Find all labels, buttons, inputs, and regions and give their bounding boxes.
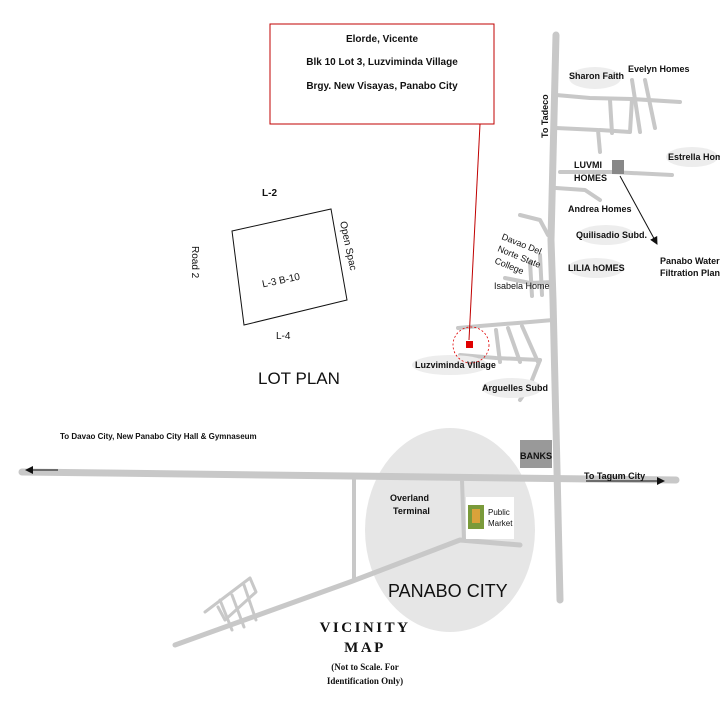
arguelles-area [482, 378, 542, 398]
to-tadeco-label: To Tadeco [540, 94, 550, 138]
lot-plan-title: LOT PLAN [258, 369, 340, 388]
lilia-homes-label: LILIA hOMES [568, 263, 625, 273]
quilisadio-label: Quilisadio Subd. [576, 230, 647, 240]
overland-label-1: Overland [390, 493, 429, 503]
arguelles-label: Arguelles Subd [482, 383, 548, 393]
block-lot-address: Blk 10 Lot 3, Luzviminda Village [306, 57, 458, 68]
sharon-faith-area [569, 67, 621, 89]
lot-north-label: L-2 [262, 188, 277, 199]
banks-label: BANKS [520, 451, 552, 461]
luvmi-homes-label-2: HOMES [574, 173, 607, 183]
panabo-city-label: PANABO CITY [388, 581, 508, 601]
to-davao-label: To Davao City, New Panabo City Hall & Gy… [60, 432, 257, 441]
address-box [269, 23, 495, 125]
lot-polygon [231, 208, 348, 326]
lot-west-label: Road 2 [189, 246, 200, 279]
andrea-homes-label: Andrea Homes [568, 204, 632, 214]
isabela-home-label: Isabela Home [494, 281, 550, 291]
vicinity-title-1: VICINITY [320, 620, 411, 636]
lilia-area [568, 258, 624, 278]
water-plant-arrow [619, 175, 658, 245]
road-network [18, 31, 682, 648]
property-marker [466, 341, 473, 348]
lot-number-label: L-3 B-10 [261, 272, 301, 291]
overland-label-2: Terminal [393, 506, 430, 516]
sharon-faith-label: Sharon Faith [569, 71, 624, 81]
public-market-label-2: Market [488, 519, 513, 528]
leader-line [468, 123, 481, 341]
luzviminda-area [412, 355, 488, 375]
property-marker-ring [452, 326, 490, 364]
water-plant-label-2: Filtration Plant [660, 268, 720, 278]
water-plant-building [612, 160, 624, 174]
lot-south-label: L-4 [276, 331, 291, 342]
luvmi-homes-label-1: LUVMI [574, 160, 602, 170]
evelyn-homes-label: Evelyn Homes [628, 64, 690, 74]
owner-name: Elorde, Vicente [346, 34, 419, 45]
quilisadio-area [578, 225, 634, 245]
public-market-label-1: Public [488, 508, 510, 517]
estrella-home-label: Estrella Home [668, 152, 720, 162]
public-market-logo-accent [472, 509, 480, 523]
to-tagum-label: To Tagum City [584, 471, 645, 481]
luzviminda-label: Luzviminda Village [415, 360, 496, 370]
vicinity-title-2: MAP [344, 640, 386, 656]
vicinity-note-2: Identification Only) [327, 676, 403, 686]
water-plant-label-1: Panabo Water District [660, 256, 720, 266]
vicinity-note-1: (Not to Scale. For [331, 662, 398, 672]
banks-building [520, 440, 552, 468]
barangay-address: Brgy. New Visayas, Panabo City [306, 81, 458, 92]
estrella-area [666, 147, 718, 167]
